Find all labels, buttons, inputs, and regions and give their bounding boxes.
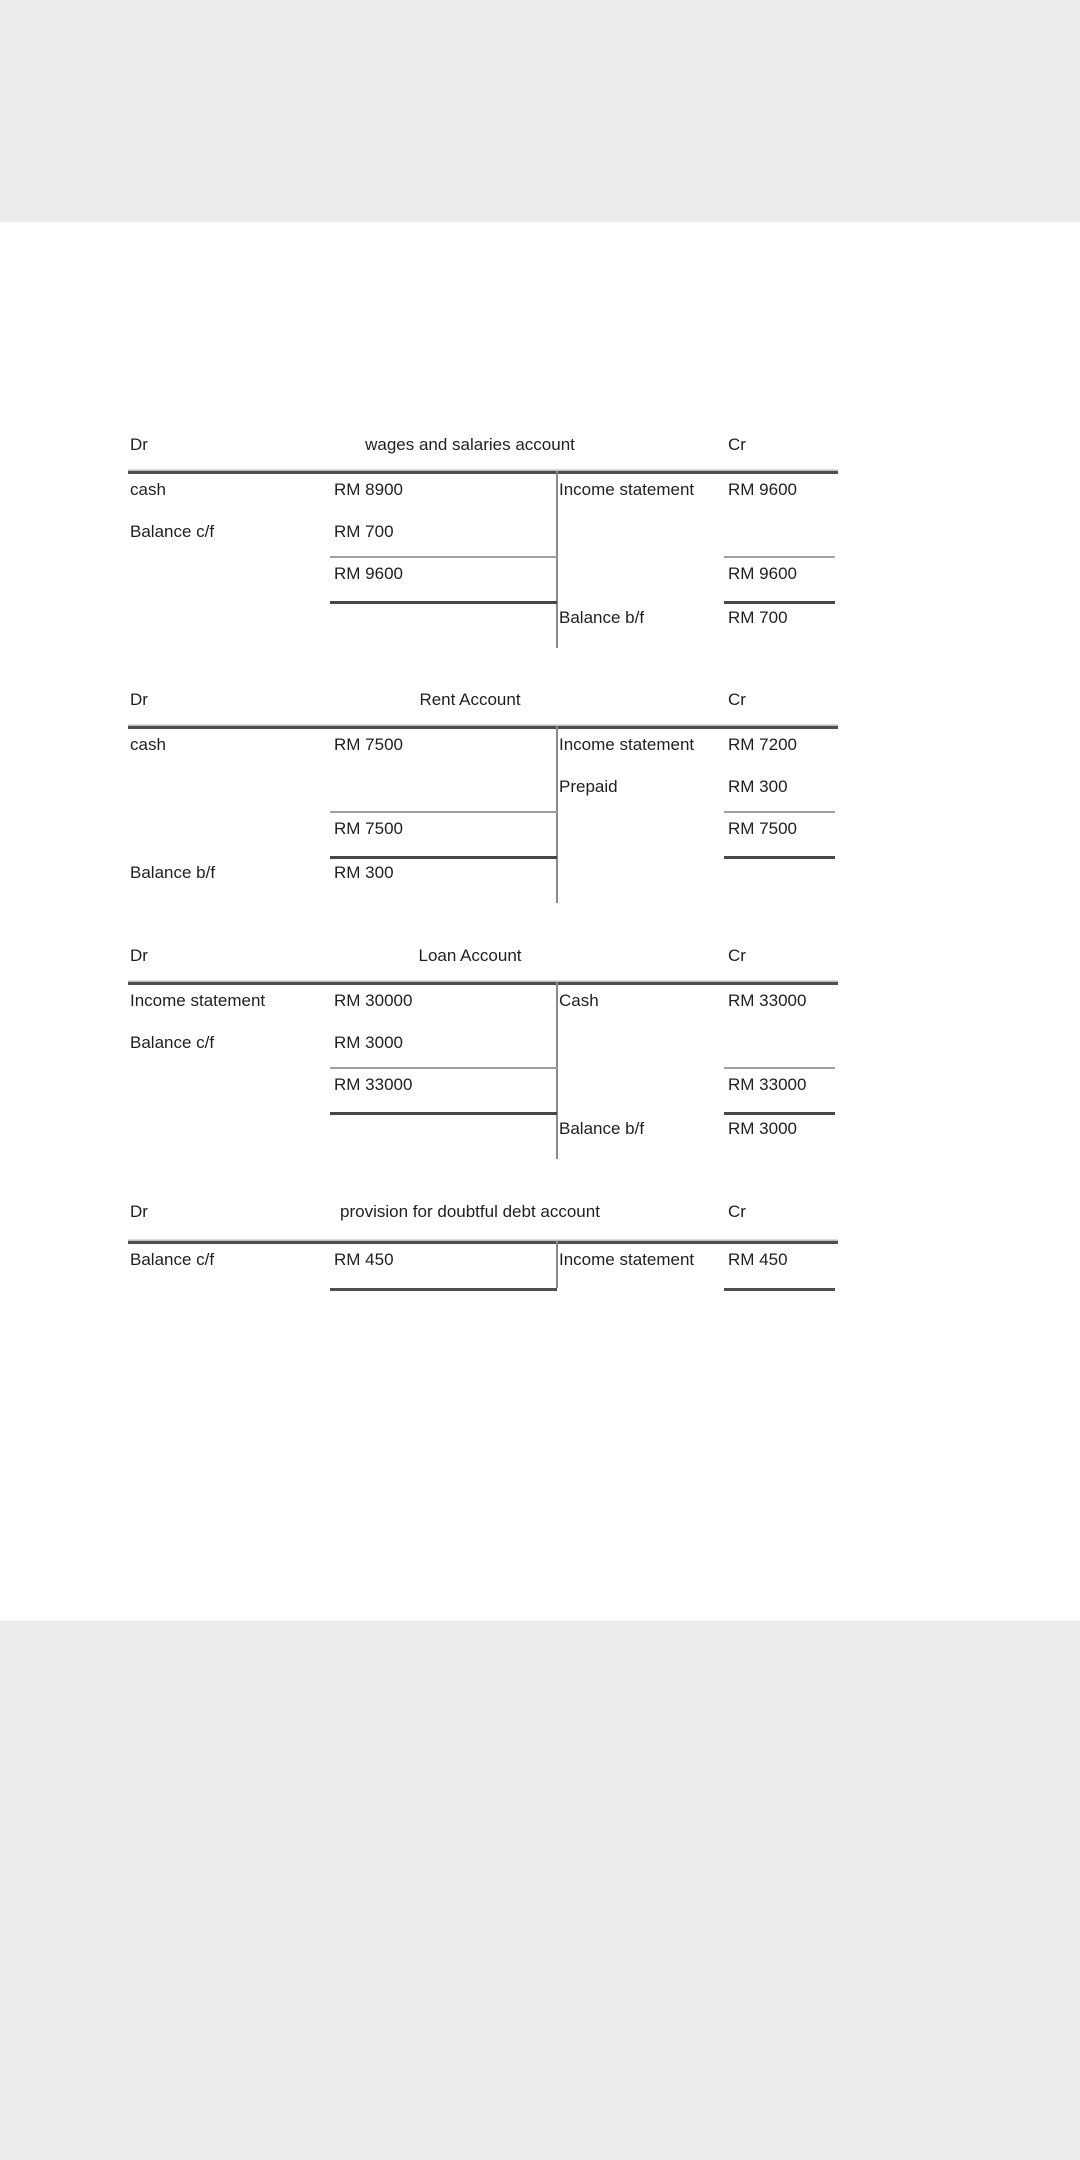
viewer-top-margin-band (0, 0, 1080, 222)
viewer-bottom-margin-band (0, 1621, 1080, 2160)
entry-amount: RM 700 (334, 522, 394, 541)
entry-amount: RM 450 (728, 1250, 788, 1269)
bottom-rule (724, 1288, 835, 1291)
account-title: Loan Account (418, 946, 522, 965)
entry-label: Income statement (130, 991, 266, 1010)
balance-amount: RM 300 (334, 863, 394, 882)
bottom-rule (330, 1288, 557, 1291)
table-top-border (128, 726, 838, 729)
total-rule (724, 601, 835, 604)
cr-label: Cr (728, 435, 746, 454)
total-amount: RM 7500 (728, 819, 797, 838)
balance-label: Balance b/f (559, 1119, 645, 1138)
entry-label: Income statement (559, 480, 695, 499)
entry-amount: RM 450 (334, 1250, 394, 1269)
entry-label: Balance c/f (130, 1250, 215, 1269)
account-title: provision for doubtful debt account (340, 1202, 600, 1221)
account-title: Rent Account (419, 690, 521, 709)
column-divider-line (556, 982, 558, 1159)
balance-label: Balance b/f (130, 863, 216, 882)
dr-label: Dr (130, 435, 148, 454)
balance-amount: RM 3000 (728, 1119, 797, 1138)
balance-amount: RM 700 (728, 608, 788, 627)
entry-label: Prepaid (559, 777, 618, 796)
dr-label: Dr (130, 690, 148, 709)
total-amount: RM 33000 (728, 1075, 807, 1094)
subtotal-rule (330, 811, 557, 813)
total-amount: RM 9600 (728, 564, 797, 583)
entry-label: cash (130, 735, 166, 754)
subtotal-rule (330, 1067, 557, 1069)
cr-label: Cr (728, 1202, 746, 1221)
entry-amount: RM 8900 (334, 480, 403, 499)
entry-label: Income statement (559, 735, 695, 754)
entry-amount: RM 30000 (334, 991, 413, 1010)
total-rule (330, 1112, 557, 1115)
column-divider-line (556, 471, 558, 648)
account-title: wages and salaries account (365, 435, 575, 454)
dr-label: Dr (130, 946, 148, 965)
entry-amount: RM 7500 (334, 735, 403, 754)
total-amount: RM 33000 (334, 1075, 413, 1094)
entry-amount: RM 7200 (728, 735, 797, 754)
balance-label: Balance b/f (559, 608, 645, 627)
entry-amount: RM 33000 (728, 991, 807, 1010)
table-top-border (128, 471, 838, 474)
subtotal-rule (724, 811, 835, 813)
column-divider-line (556, 726, 558, 903)
total-rule (724, 856, 835, 859)
cr-label: Cr (728, 690, 746, 709)
entry-amount: RM 300 (728, 777, 788, 796)
table-top-border (128, 982, 838, 985)
table-top-border (128, 1241, 838, 1244)
entry-amount: RM 3000 (334, 1033, 403, 1052)
total-amount: RM 7500 (334, 819, 403, 838)
cr-label: Cr (728, 946, 746, 965)
entry-label: Income statement (559, 1250, 695, 1269)
total-amount: RM 9600 (334, 564, 403, 583)
entry-amount: RM 9600 (728, 480, 797, 499)
entry-label: Balance c/f (130, 1033, 215, 1052)
dr-label: Dr (130, 1202, 148, 1221)
column-divider-line (556, 1241, 558, 1288)
entry-label: Balance c/f (130, 522, 215, 541)
entry-label: cash (130, 480, 166, 499)
total-rule (724, 1112, 835, 1115)
total-rule (330, 856, 557, 859)
subtotal-rule (724, 1067, 835, 1069)
entry-label: Cash (559, 991, 599, 1010)
subtotal-rule (330, 556, 557, 558)
subtotal-rule (724, 556, 835, 558)
total-rule (330, 601, 557, 604)
